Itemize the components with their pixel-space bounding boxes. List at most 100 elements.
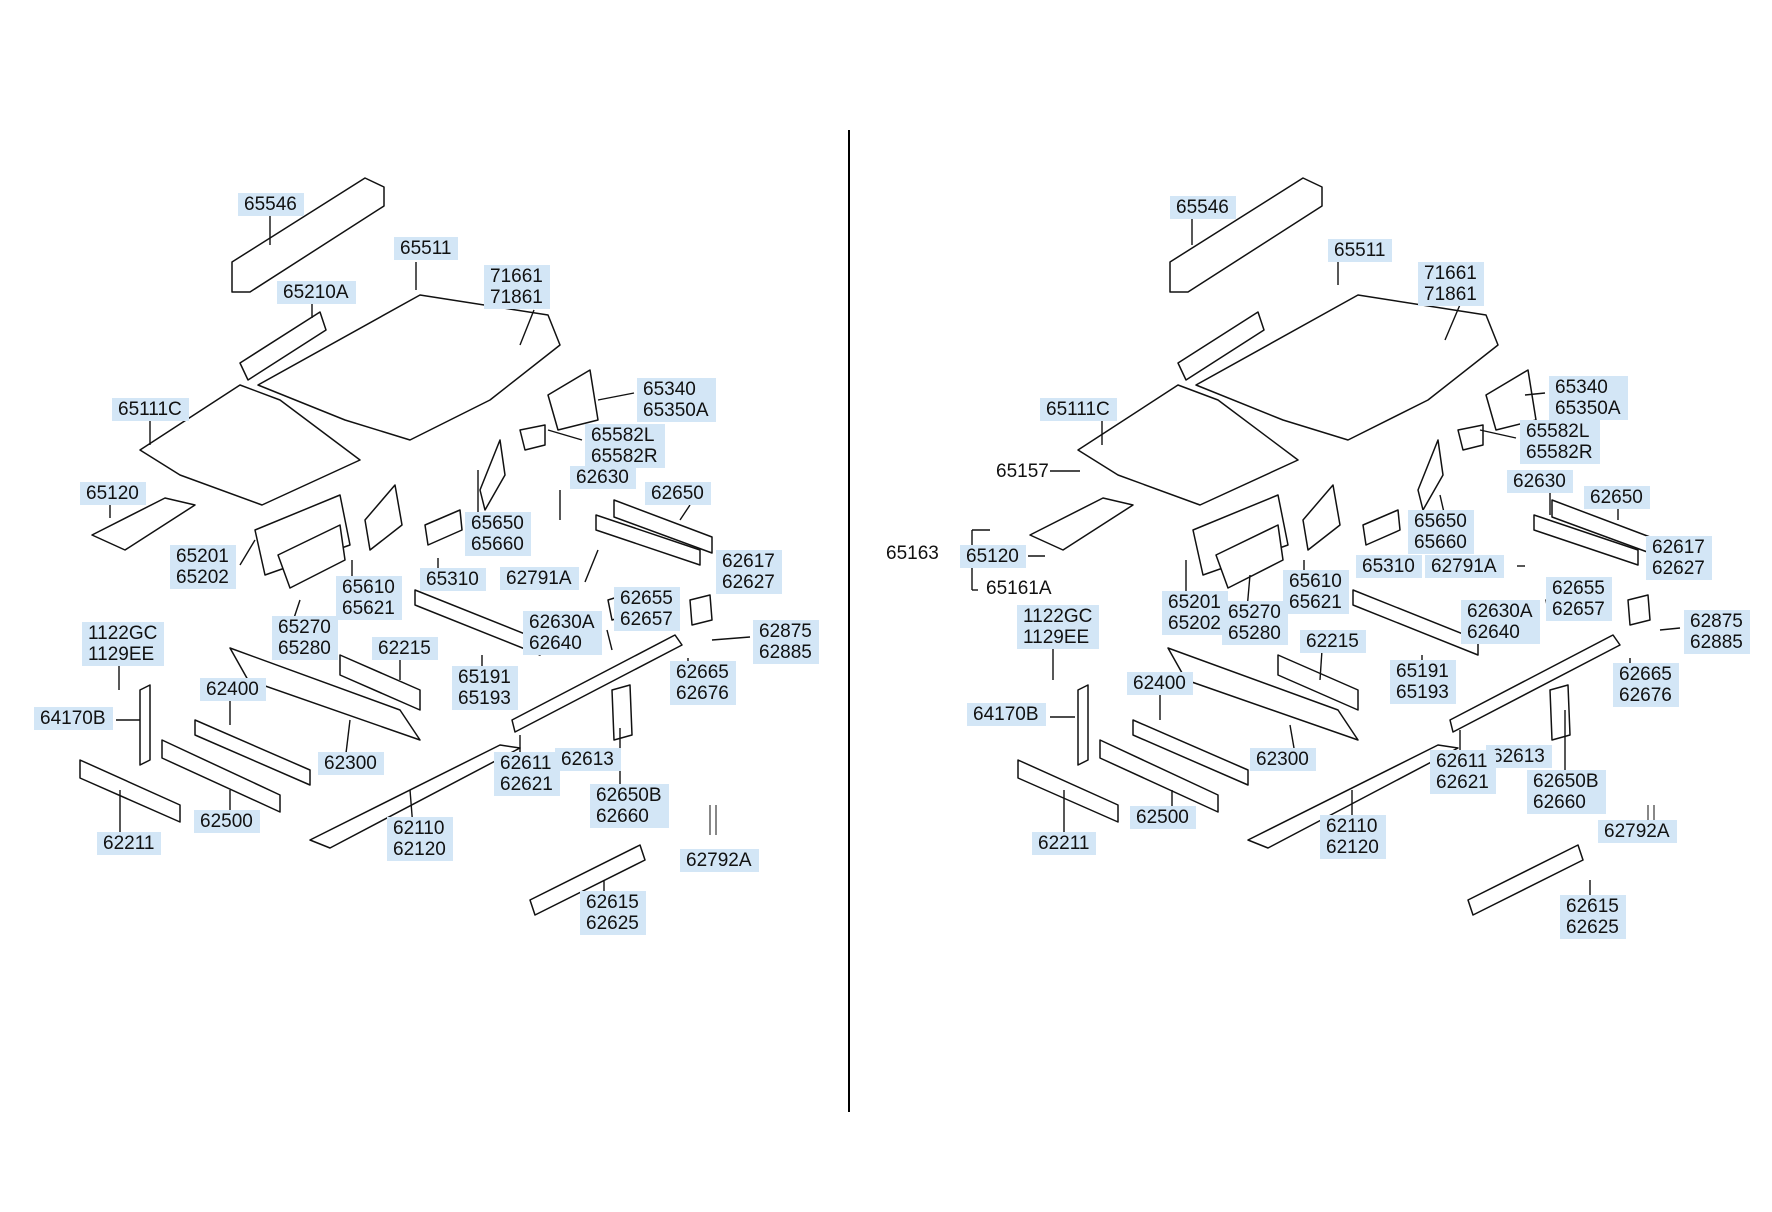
part-label-65582[interactable]: 65582L 65582R [585, 424, 665, 468]
bracket-small-part [1457, 424, 1484, 451]
part-label-62611[interactable]: 62611 62621 [494, 752, 560, 796]
part-label-71861[interactable]: 71661 71861 [484, 265, 550, 309]
part-label-62615[interactable]: 62615 62625 [580, 891, 646, 935]
part-label-62613[interactable]: 62613 [1486, 745, 1552, 768]
part-label-62215[interactable]: 62215 [1300, 630, 1366, 653]
part-label-62630a[interactable]: 62630A 62640 [523, 611, 602, 655]
part-label-62665[interactable]: 62665 62676 [670, 661, 736, 705]
part-label-62110[interactable]: 62110 62120 [387, 817, 453, 861]
part-label-65511[interactable]: 65511 [1328, 239, 1393, 262]
bracket-tab-part [1627, 594, 1651, 626]
part-label-62650b[interactable]: 62650B 62660 [590, 784, 669, 828]
part-label-62400[interactable]: 62400 [200, 678, 266, 701]
part-label-65191[interactable]: 65191 65193 [452, 666, 518, 710]
bracket-vertical-part [611, 684, 633, 741]
part-label-65270[interactable]: 65270 65280 [1222, 601, 1288, 645]
side-member-ext-part [1215, 524, 1284, 589]
part-label-62792a[interactable]: 62792A [1598, 820, 1677, 843]
part-label-65111c[interactable]: 65111C [1040, 398, 1117, 421]
leader-line [1524, 392, 1546, 396]
part-label-65610[interactable]: 65610 65621 [336, 576, 402, 620]
part-label-65650[interactable]: 65650 65660 [1408, 510, 1474, 554]
part-label-65310[interactable]: 65310 [1356, 555, 1422, 578]
rear-floor-panel-part [1077, 384, 1299, 506]
part-label-65201[interactable]: 65201 65202 [1162, 591, 1228, 635]
floor-crossmember-part [1169, 177, 1323, 293]
part-label-62617[interactable]: 62617 62627 [1646, 536, 1712, 580]
crossmember-long-part [1352, 589, 1479, 656]
part-label-62655[interactable]: 62655 62657 [614, 587, 680, 631]
leader-line [606, 629, 613, 651]
part-label-62650[interactable]: 62650 [1584, 486, 1650, 509]
part-label-62630[interactable]: 62630 [570, 466, 636, 489]
crossmember-mid-part [194, 719, 311, 786]
reinforcement-part [424, 509, 463, 546]
crossmember-long-part [414, 589, 541, 656]
part-label-65270[interactable]: 65270 65280 [272, 616, 338, 660]
bracket-vertical-part [1549, 684, 1571, 741]
part-label-62300[interactable]: 62300 [1250, 748, 1316, 771]
part-label-62500[interactable]: 62500 [194, 810, 260, 833]
part-label-62110[interactable]: 62110 62120 [1320, 815, 1386, 859]
reinforcement-part [1362, 509, 1401, 546]
crossmember-mid-part [1132, 719, 1249, 786]
leader-line [519, 309, 535, 346]
part-label-65340[interactable]: 65340 65350A [1549, 376, 1628, 420]
part-label-62613[interactable]: 62613 [555, 748, 621, 771]
part-label-62875[interactable]: 62875 62885 [753, 620, 819, 664]
part-label-62650b[interactable]: 62650B 62660 [1527, 770, 1606, 814]
part-label-62615[interactable]: 62615 62625 [1560, 895, 1626, 939]
bracket-part [547, 369, 599, 431]
part-label-65650[interactable]: 65650 65660 [465, 512, 531, 556]
bracket-small-part [519, 424, 546, 451]
part-label-62500[interactable]: 62500 [1130, 806, 1196, 829]
part-label-62211[interactable]: 62211 [1032, 832, 1097, 855]
part-label-65210a[interactable]: 65210A [277, 281, 356, 304]
part-label-62792a[interactable]: 62792A [680, 849, 759, 872]
part-label-62630a[interactable]: 62630A 62640 [1461, 600, 1540, 644]
part-label-64170b[interactable]: 64170B [967, 703, 1046, 726]
floor-crossmember-part [231, 177, 385, 293]
crossmember-front-part [1277, 654, 1359, 711]
rear-rail-part [595, 514, 701, 566]
part-label-1122gc[interactable]: 1122GC 1129EE [1017, 605, 1100, 649]
part-label-62665[interactable]: 62665 62676 [1613, 663, 1679, 707]
front-crossmember-part [79, 759, 181, 823]
leader-line [1444, 299, 1463, 341]
part-label-62300[interactable]: 62300 [318, 752, 384, 775]
part-label-65546[interactable]: 65546 [1170, 196, 1236, 219]
rear-member-part [1467, 844, 1584, 916]
part-label-65310[interactable]: 65310 [420, 568, 486, 591]
part-label-62630[interactable]: 62630 [1507, 470, 1573, 493]
side-sill-upper-part [511, 634, 683, 733]
pillar-bracket-part [1077, 684, 1089, 766]
part-label-65610[interactable]: 65610 65621 [1283, 570, 1349, 614]
part-label-65511[interactable]: 65511 [394, 237, 459, 260]
rear-rail-upper-part [613, 499, 713, 554]
part-label-62611[interactable]: 62611 62621 [1430, 750, 1496, 794]
part-label-62875[interactable]: 62875 62885 [1684, 610, 1750, 654]
part-label-1122gc[interactable]: 1122GC 1129EE [82, 622, 165, 666]
leader-line [584, 549, 599, 583]
part-label-62215[interactable]: 62215 [372, 637, 438, 660]
part-label-65111c[interactable]: 65111C [112, 398, 189, 421]
part-label-62655[interactable]: 62655 62657 [1546, 577, 1612, 621]
part-label-62791a[interactable]: 62791A [1425, 555, 1504, 578]
part-label-65120[interactable]: 65120 [960, 545, 1026, 568]
part-label-62650[interactable]: 62650 [645, 482, 711, 505]
part-label-65582[interactable]: 65582L 65582R [1520, 420, 1600, 464]
part-label-71861[interactable]: 71661 71861 [1418, 262, 1484, 306]
part-label-62400[interactable]: 62400 [1127, 672, 1193, 695]
leader-line [1319, 649, 1323, 681]
part-label-65191[interactable]: 65191 65193 [1390, 660, 1456, 704]
part-label-65120[interactable]: 65120 [80, 482, 146, 505]
side-sill-part [1247, 744, 1459, 849]
part-label-65201[interactable]: 65201 65202 [170, 545, 236, 589]
part-label-65546[interactable]: 65546 [238, 193, 304, 216]
part-label-65340[interactable]: 65340 65350A [637, 378, 716, 422]
part-label-62791a[interactable]: 62791A [500, 567, 579, 590]
center-floor-panel-part [1195, 294, 1499, 441]
part-label-62617[interactable]: 62617 62627 [716, 550, 782, 594]
part-label-64170b[interactable]: 64170B [34, 707, 113, 730]
part-label-62211[interactable]: 62211 [97, 832, 162, 855]
